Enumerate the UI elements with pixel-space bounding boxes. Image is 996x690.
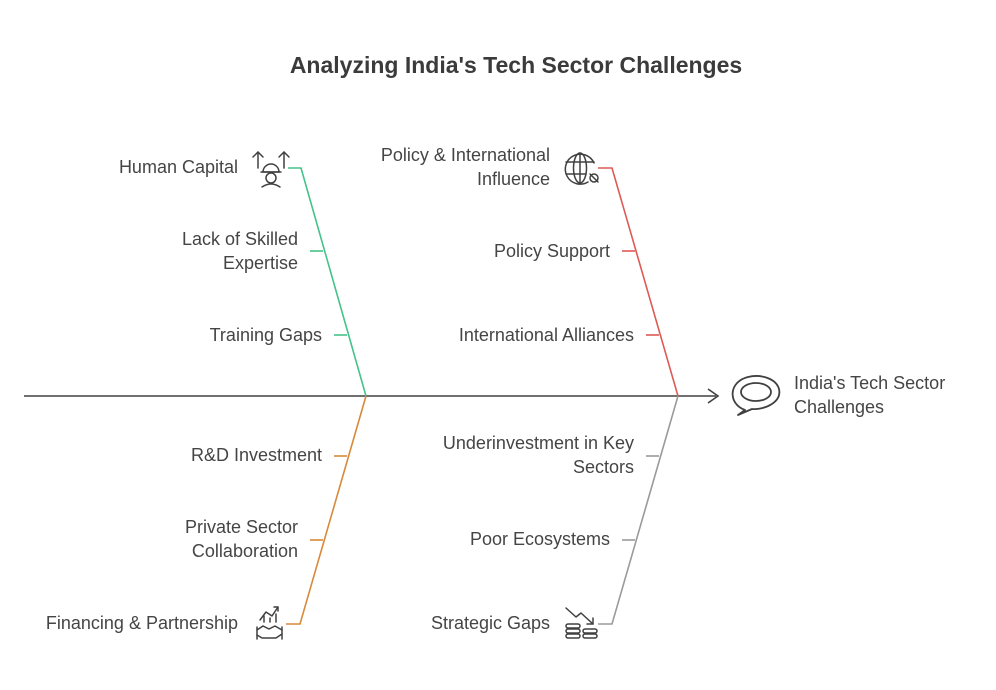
category-strategic-label: Strategic Gaps <box>430 613 550 633</box>
category-human-capital-label: Human Capital <box>118 157 238 177</box>
cause-rd-investment: R&D Investment <box>190 445 322 465</box>
cause-underinvestment-in-key-sectors: Underinvestment in Key Sectors <box>442 433 634 477</box>
handshake-growth-icon <box>256 606 283 640</box>
bone-human-capital <box>288 167 367 397</box>
strategic-branch <box>598 395 679 625</box>
cause-policy-support: Policy Support <box>493 241 610 261</box>
globe-broken-link-icon <box>564 152 599 185</box>
effect-label: India's Tech Sector Challenges <box>794 373 946 417</box>
category-policy-label: Policy & International Influence <box>380 145 550 189</box>
financing-branch <box>286 395 367 625</box>
cause-private-sector-collaboration: Private Sector Collaboration <box>184 517 298 561</box>
bone-financing <box>286 395 367 625</box>
policy-branch <box>598 167 679 397</box>
bone-strategic <box>598 395 679 625</box>
coins-decline-icon <box>565 607 598 639</box>
cause-training-gaps: Training Gaps <box>209 325 322 345</box>
bone-policy <box>598 167 679 397</box>
cause-international-alliances: International Alliances <box>458 325 634 345</box>
worker-growth-icon <box>252 151 290 188</box>
diagram-title: Analyzing India's Tech Sector Challenges <box>289 52 743 78</box>
human-capital-branch <box>288 167 367 397</box>
cause-poor-ecosystems: Poor Ecosystems <box>469 529 610 549</box>
spine-arrowhead <box>707 388 720 404</box>
speech-bubble-icon <box>731 375 781 416</box>
cause-lack-of-skilled-expertise: Lack of Skilled Expertise <box>181 229 298 273</box>
category-financing-label: Financing & Partnership <box>45 613 238 633</box>
